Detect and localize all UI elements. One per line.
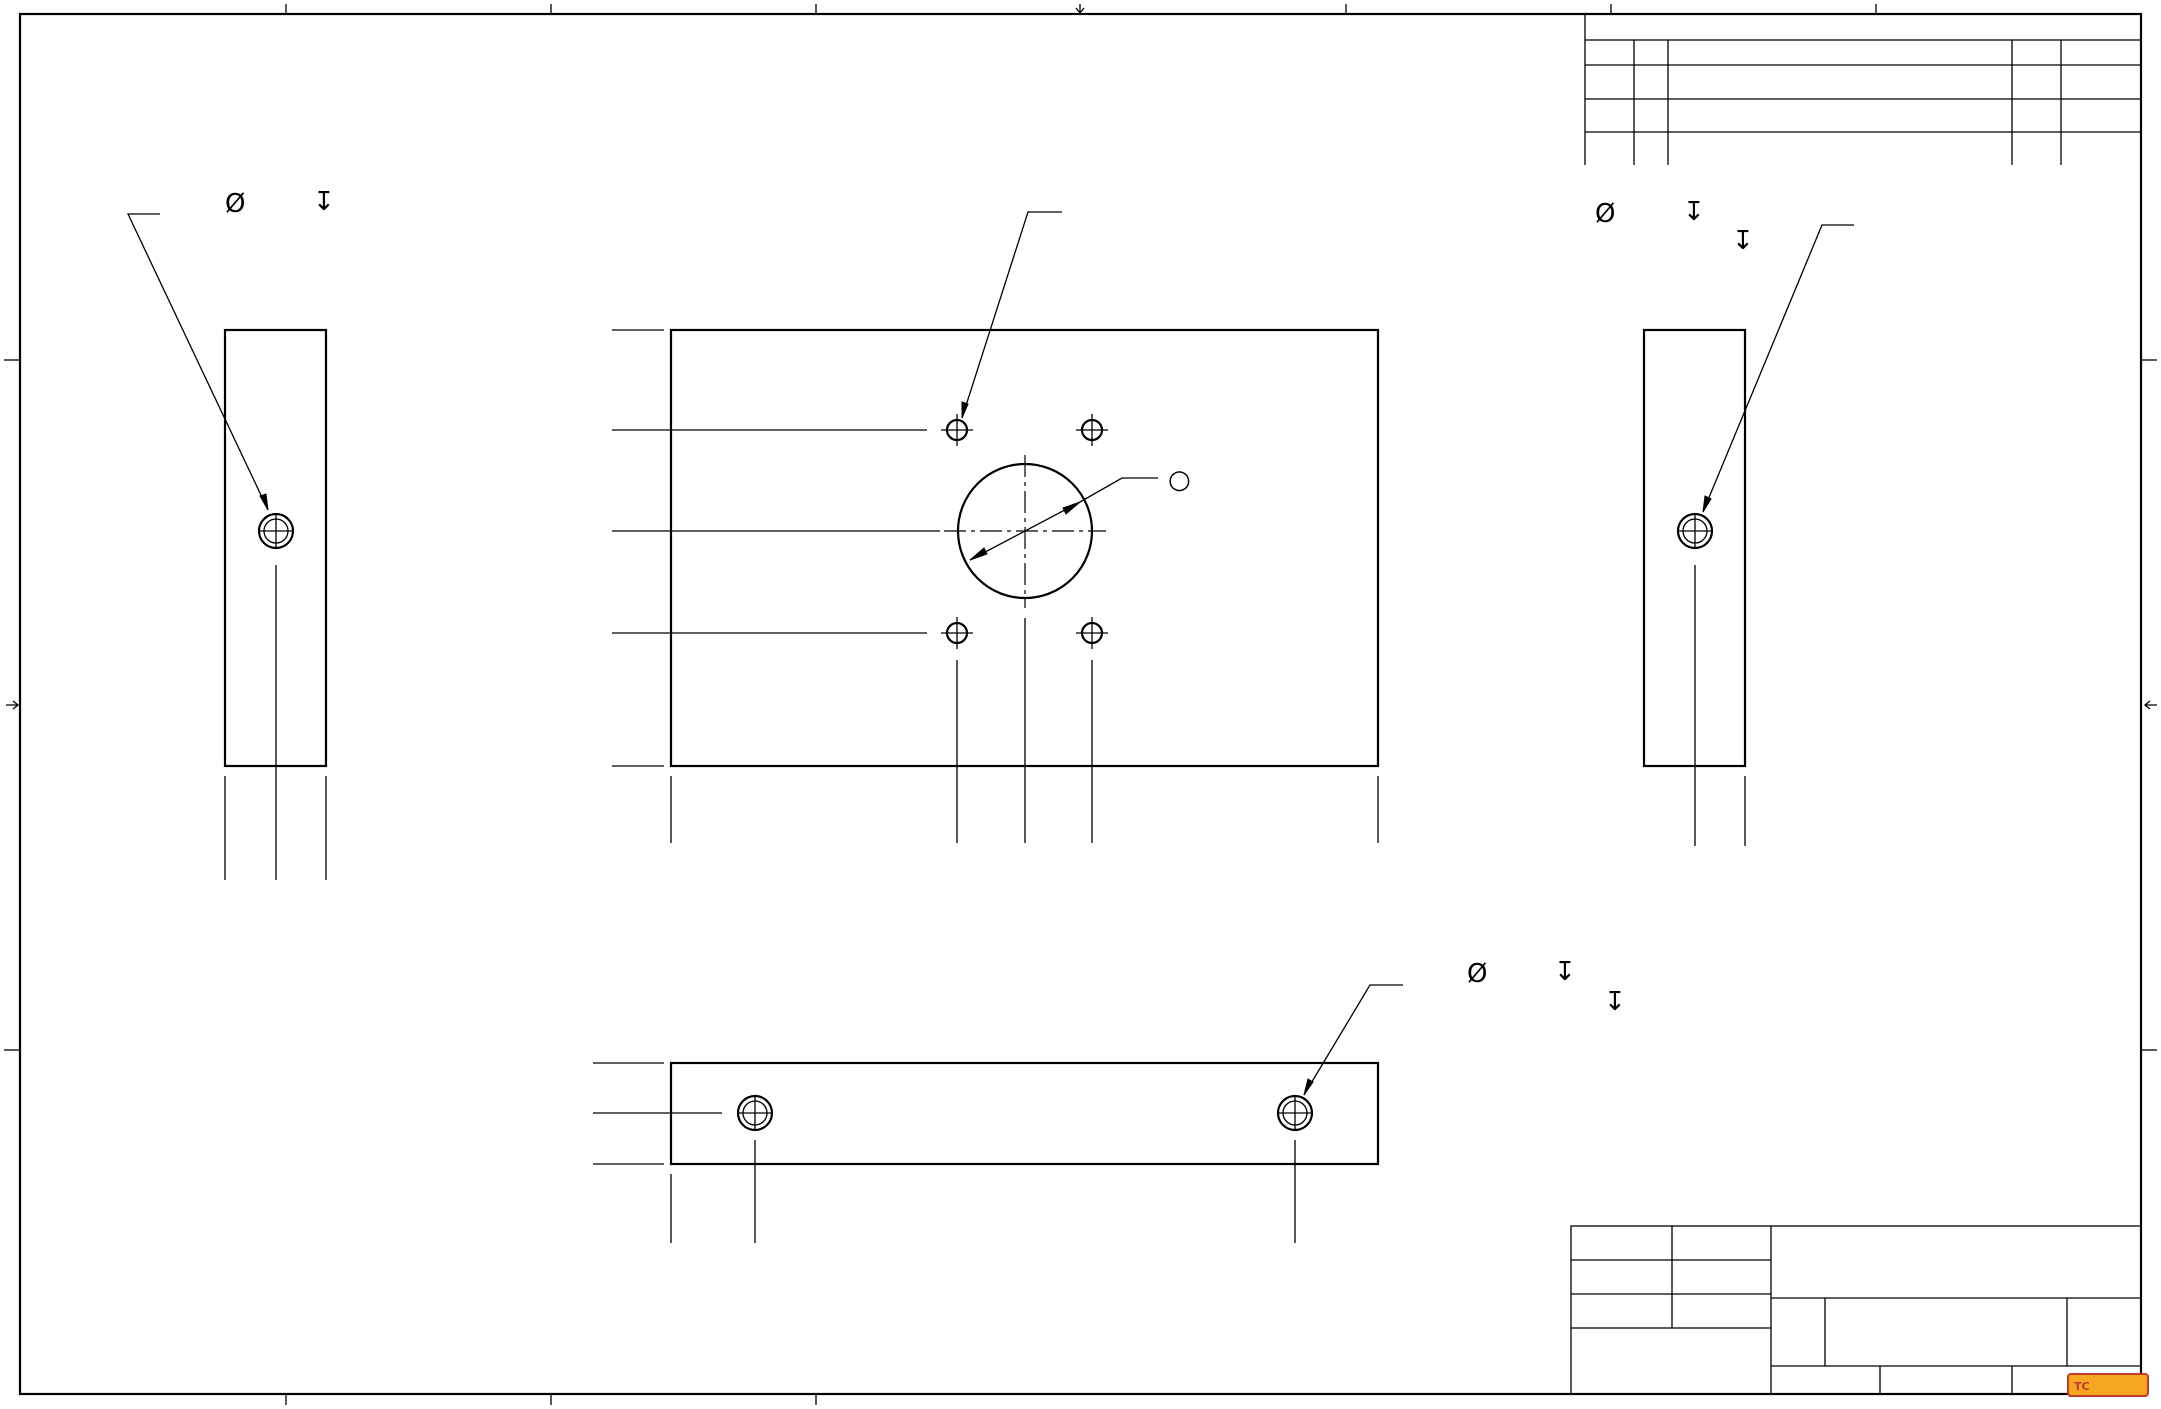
diameter-symbol: Ø xyxy=(1467,959,1487,989)
diameter-symbol: Ø xyxy=(225,189,245,219)
watermark-logo-text: TC xyxy=(2074,1380,2090,1393)
depth-symbol: ↧ xyxy=(1604,987,1626,1017)
depth-symbol: ↧ xyxy=(1554,957,1576,987)
bore-circle-symbol: ○ xyxy=(1168,465,1191,495)
depth-symbol: ↧ xyxy=(313,187,335,217)
right-side-view: Ø ↧ ↧ xyxy=(1595,197,1854,846)
depth-symbol: ↧ xyxy=(1732,226,1754,256)
bottom-view: Ø ↧ ↧ xyxy=(593,957,1626,1243)
diameter-symbol: Ø xyxy=(1595,199,1615,229)
front-view: ○ xyxy=(612,211,1380,843)
watermark-logo: TC xyxy=(2067,1373,2149,1397)
sheet-frame xyxy=(4,4,2157,1405)
depth-symbol: ↧ xyxy=(1683,197,1705,227)
title-block xyxy=(1570,1225,2142,1395)
revision-table xyxy=(1584,14,2141,165)
left-side-view: Ø ↧ xyxy=(126,187,335,880)
